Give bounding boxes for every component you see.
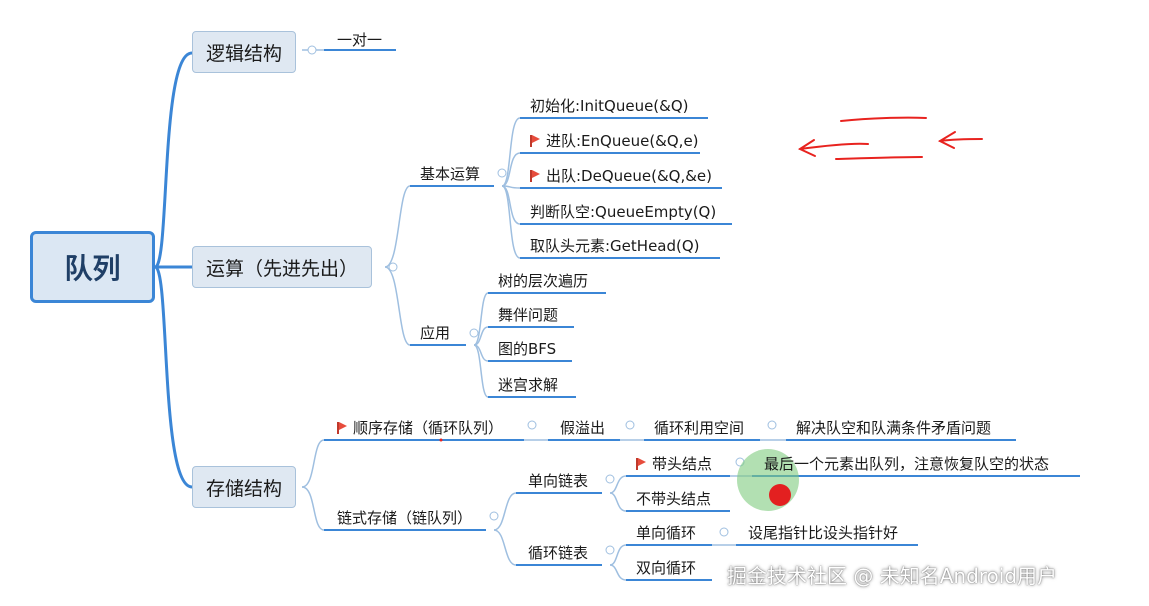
flag-icon <box>337 422 347 434</box>
collapse-toggle-icon <box>307 45 777 555</box>
node-storage-structure[interactable]: 存储结构 <box>192 466 297 508</box>
node-single-circular[interactable]: 单向循环 <box>636 524 697 542</box>
node-circular-linked[interactable]: 循环链表 <box>528 544 589 562</box>
node-label: 带头结点 <box>652 455 713 473</box>
flag-icon <box>530 170 540 182</box>
node-queue-empty[interactable]: 判断队空:QueueEmpty(Q) <box>530 203 717 221</box>
annotation-dot <box>439 438 443 442</box>
node-app-tree-traversal[interactable]: 树的层次遍历 <box>498 272 589 290</box>
connector-ops-basic <box>384 185 411 268</box>
node-singly-linked[interactable]: 单向链表 <box>528 472 589 490</box>
node-label: 运算（先进先出） <box>206 257 359 280</box>
node-label: 出队:DeQueue(&Q,&e) <box>546 167 713 185</box>
node-restore-empty-note[interactable]: 最后一个元素出队列，注意恢复队空的状态 <box>764 455 1050 473</box>
flag-icon <box>530 135 540 147</box>
flag-icon <box>636 458 646 470</box>
node-double-circular[interactable]: 双向循环 <box>636 559 697 577</box>
node-without-head[interactable]: 不带头结点 <box>636 490 712 508</box>
node-applications[interactable]: 应用 <box>420 324 451 342</box>
node-false-overflow[interactable]: 假溢出 <box>560 419 606 437</box>
node-get-head[interactable]: 取队头元素:GetHead(Q) <box>530 237 700 255</box>
node-operations[interactable]: 运算（先进先出） <box>192 246 373 288</box>
node-label: 逻辑结构 <box>206 42 283 65</box>
root-node-queue[interactable]: 队列 <box>30 231 155 303</box>
node-app-bfs[interactable]: 图的BFS <box>498 340 557 358</box>
node-label: 顺序存储（循环队列） <box>353 419 504 437</box>
node-with-head[interactable]: 带头结点 <box>632 453 716 474</box>
connector-ops-apps <box>384 266 411 346</box>
node-label: 存储结构 <box>206 477 283 500</box>
node-dequeue[interactable]: 出队:DeQueue(&Q,&e) <box>526 165 716 186</box>
node-app-maze[interactable]: 迷宫求解 <box>498 376 559 394</box>
node-init-queue[interactable]: 初始化:InitQueue(&Q) <box>530 97 689 115</box>
node-tail-pointer-note[interactable]: 设尾指针比设头指针好 <box>748 524 899 542</box>
node-linked-storage[interactable]: 链式存储（链队列） <box>337 509 473 527</box>
node-resolve-conflict[interactable]: 解决队空和队满条件矛盾问题 <box>796 419 992 437</box>
node-logic-structure[interactable]: 逻辑结构 <box>192 31 297 73</box>
node-reuse-space[interactable]: 循环利用空间 <box>654 419 745 437</box>
watermark: 掘金技术社区 @ 未知名Android用户 <box>727 564 1058 588</box>
node-app-dance-partner[interactable]: 舞伴问题 <box>498 306 559 324</box>
annotation-arrows <box>797 116 983 160</box>
node-sequential-storage[interactable]: 顺序存储（循环队列） <box>333 417 507 438</box>
connector-root-storage <box>153 265 193 489</box>
node-one-to-one[interactable]: 一对一 <box>337 31 383 49</box>
root-label: 队列 <box>64 252 121 285</box>
node-enqueue[interactable]: 进队:EnQueue(&Q,e) <box>526 130 703 151</box>
connector-root-logic <box>153 51 193 269</box>
cursor-pointer <box>769 484 791 506</box>
node-basic-ops[interactable]: 基本运算 <box>420 165 481 183</box>
node-label: 进队:EnQueue(&Q,e) <box>546 132 699 150</box>
